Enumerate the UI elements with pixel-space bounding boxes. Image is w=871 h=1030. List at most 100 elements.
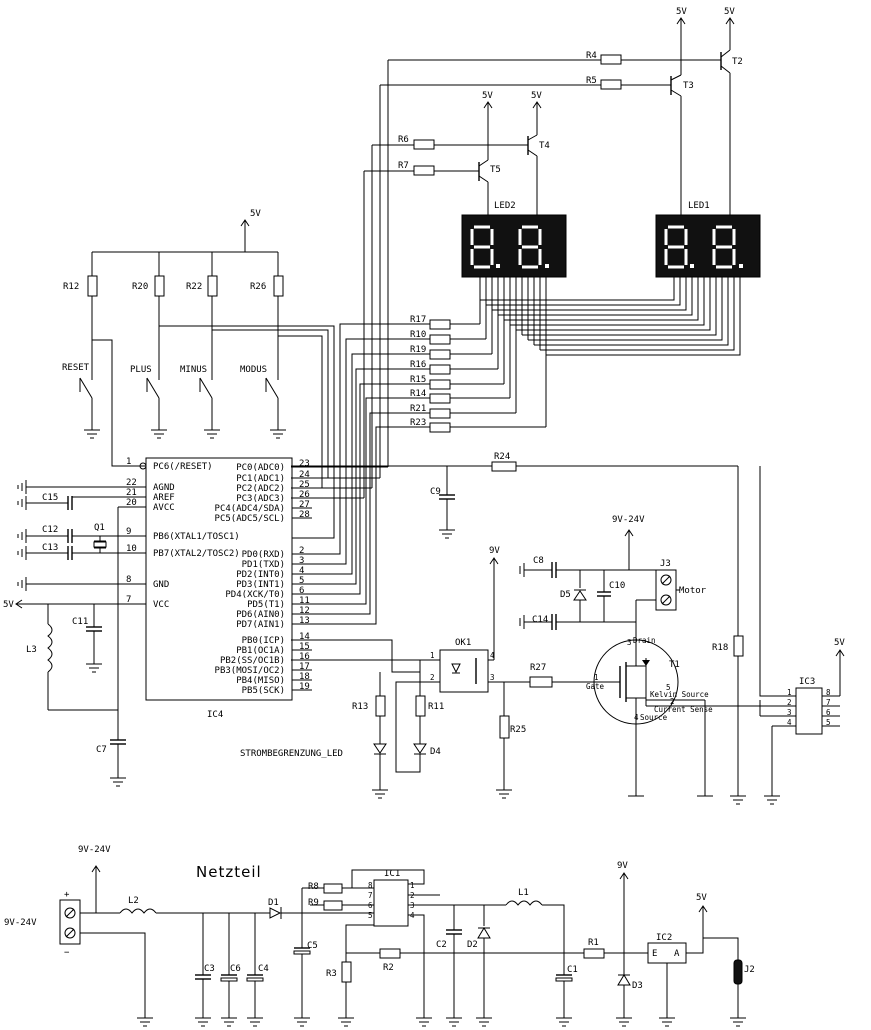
motor-label: Motor <box>679 586 707 596</box>
button-section: 5V R12 R20 R22 R26 RESET <box>62 209 335 539</box>
button-reset[interactable]: RESET <box>62 363 93 430</box>
ic4-right-pin-label: PD4(XCK/T0) <box>225 590 285 600</box>
capacitor-c13-label: C13 <box>42 543 58 553</box>
resistor-r18 <box>733 635 744 657</box>
ic4-right-pin-number: 25 <box>299 480 310 490</box>
ic3-section: R18 IC3 1 2 3 4 8 7 6 5 5V <box>712 466 845 805</box>
ic4-right-pin-label: PC5(ADC5/SCL) <box>215 514 285 524</box>
t1-pin1: 1 <box>594 673 599 682</box>
ic4-right-pin-label: PB0(ICP) <box>242 636 285 646</box>
button-plus[interactable]: PLUS <box>130 365 160 430</box>
display-led1: LED1 <box>655 201 761 278</box>
ic4-right-pin-number: 3 <box>299 556 304 566</box>
resistor-r24 <box>491 461 517 472</box>
resistor-r18-label: R18 <box>712 643 728 653</box>
ic1-label: IC1 <box>384 869 400 879</box>
capacitor-c4-label: C4 <box>258 964 269 974</box>
ic4-right-pin-label: PB5(SCK) <box>242 686 285 696</box>
strombegrenzung-label: STROMBEGRENZUNG_LED <box>240 749 343 759</box>
ic4-left-pin-number: 20 <box>126 498 137 508</box>
ic4-left-pin-number: 7 <box>126 595 131 605</box>
ic4-right-pin-label: PC0(ADC0) <box>236 463 285 473</box>
ic4-left-pin-label: AGND <box>153 483 175 493</box>
capacitor-c6-label: C6 <box>230 964 241 974</box>
mosfet-t1: T1 3 Drain 1 Gate 5 Kelvin Source 2 Curr… <box>586 636 780 797</box>
ic4-right-pin-label: PB4(MISO) <box>236 676 285 686</box>
t1-pin4: 4 <box>634 713 639 722</box>
mcu-right-connections: R24 C9 <box>291 452 739 673</box>
ic3-pin3: 3 <box>787 708 792 717</box>
capacitor-c10-label: C10 <box>609 581 625 591</box>
resistor-r8 <box>323 883 343 894</box>
ic4-right-pin-label: PD5(T1) <box>247 600 285 610</box>
ic4-right-pin-label: PD2(INT0) <box>236 570 285 580</box>
supply-label-5v: 5V <box>696 893 707 903</box>
ic4-right-pin-label: PC4(ADC4/SDA) <box>215 504 285 514</box>
resistor-r11 <box>415 695 426 717</box>
resistor-r11-label: R11 <box>428 702 444 712</box>
button-modus[interactable]: MODUS <box>240 365 279 430</box>
resistor-r16 <box>429 364 451 375</box>
optocoupler-ok1: OK1 1 2 3 4 9V R27 R25 <box>404 546 604 799</box>
ic4-body <box>145 457 293 701</box>
resistor-r9 <box>323 900 343 911</box>
resistor-r4 <box>600 54 622 65</box>
resistor-r23-label: R23 <box>410 418 426 428</box>
ic3-pin6: 6 <box>826 708 831 717</box>
transistor-t2-label: T2 <box>732 57 743 67</box>
transistor-t5-label: T5 <box>490 165 501 175</box>
resistor-r19 <box>429 349 451 360</box>
ok1-body <box>439 649 489 693</box>
ok1-label: OK1 <box>455 638 471 648</box>
resistor-r7-label: R7 <box>398 161 409 171</box>
resistor-r14 <box>429 393 451 404</box>
input-connector[interactable] <box>59 899 81 945</box>
ic4-right-pin-number: 12 <box>299 606 310 616</box>
resistor-r26 <box>273 275 284 297</box>
resistor-r25 <box>499 715 510 739</box>
capacitor-c11-label: C11 <box>72 617 88 627</box>
ic4-right-pin-number: 27 <box>299 500 310 510</box>
capacitor-c15-label: C15 <box>42 493 58 503</box>
ic3-pin5: 5 <box>826 718 831 727</box>
ic4-left-pin-number: 1 <box>126 457 131 467</box>
resistor-r15 <box>429 379 451 390</box>
mcu-left-connections: C15 C12 C13 Q1 5V C1 <box>3 480 146 787</box>
ic3-pin8: 8 <box>826 688 831 697</box>
ic4-left-pin-number: 21 <box>126 488 137 498</box>
connector-j3[interactable] <box>655 569 677 611</box>
resistor-r10-label: R10 <box>410 330 426 340</box>
supply-label-ic3: 5V <box>834 638 845 648</box>
resistor-r13-label: R13 <box>352 702 368 712</box>
ic4-right-pin-number: 16 <box>299 652 310 662</box>
ic4-right-pin-number: 23 <box>299 459 310 469</box>
capacitor-c3-label: C3 <box>204 964 215 974</box>
display-led2: LED2 <box>461 201 567 278</box>
resistor-r3 <box>341 961 352 983</box>
button-minus[interactable]: MINUS <box>180 365 213 430</box>
supply-label-t3: 5V <box>676 7 687 17</box>
transistor-t3-label: T3 <box>683 81 694 91</box>
t1-gate: Gate <box>586 682 605 691</box>
ic4-right-pin-label: PB2(SS/OC1B) <box>220 656 285 666</box>
diode-d2-label: D2 <box>467 940 478 950</box>
t1-drain: Drain <box>633 636 656 645</box>
ground-symbols-psu <box>137 1017 746 1027</box>
jumper-j2[interactable] <box>733 959 743 985</box>
ic1-pin8: 8 <box>368 881 373 890</box>
supply-label-t2: 5V <box>724 7 735 17</box>
ic1-pin6: 6 <box>368 901 373 910</box>
resistor-r12-label: R12 <box>63 282 79 292</box>
ok1-pin3: 3 <box>490 673 495 682</box>
resistor-r10 <box>429 334 451 345</box>
resistor-r21 <box>429 408 451 419</box>
netzteil-label: Netzteil <box>196 863 262 881</box>
ic4-right-pin-number: 14 <box>299 632 310 642</box>
power-supply: Netzteil + − 9V-24V 9V-24V L2 C3 C6 C4 <box>4 845 755 1027</box>
ground-symbols-buttons <box>84 429 286 439</box>
capacitor-c2-label: C2 <box>436 940 447 950</box>
resistor-r6 <box>413 139 435 150</box>
resistor-r7 <box>413 165 435 176</box>
led-strom-branch: R13 STROMBEGRENZUNG_LED R11 D4 <box>240 660 444 799</box>
supply-label-input: 9V-24V <box>4 918 37 928</box>
